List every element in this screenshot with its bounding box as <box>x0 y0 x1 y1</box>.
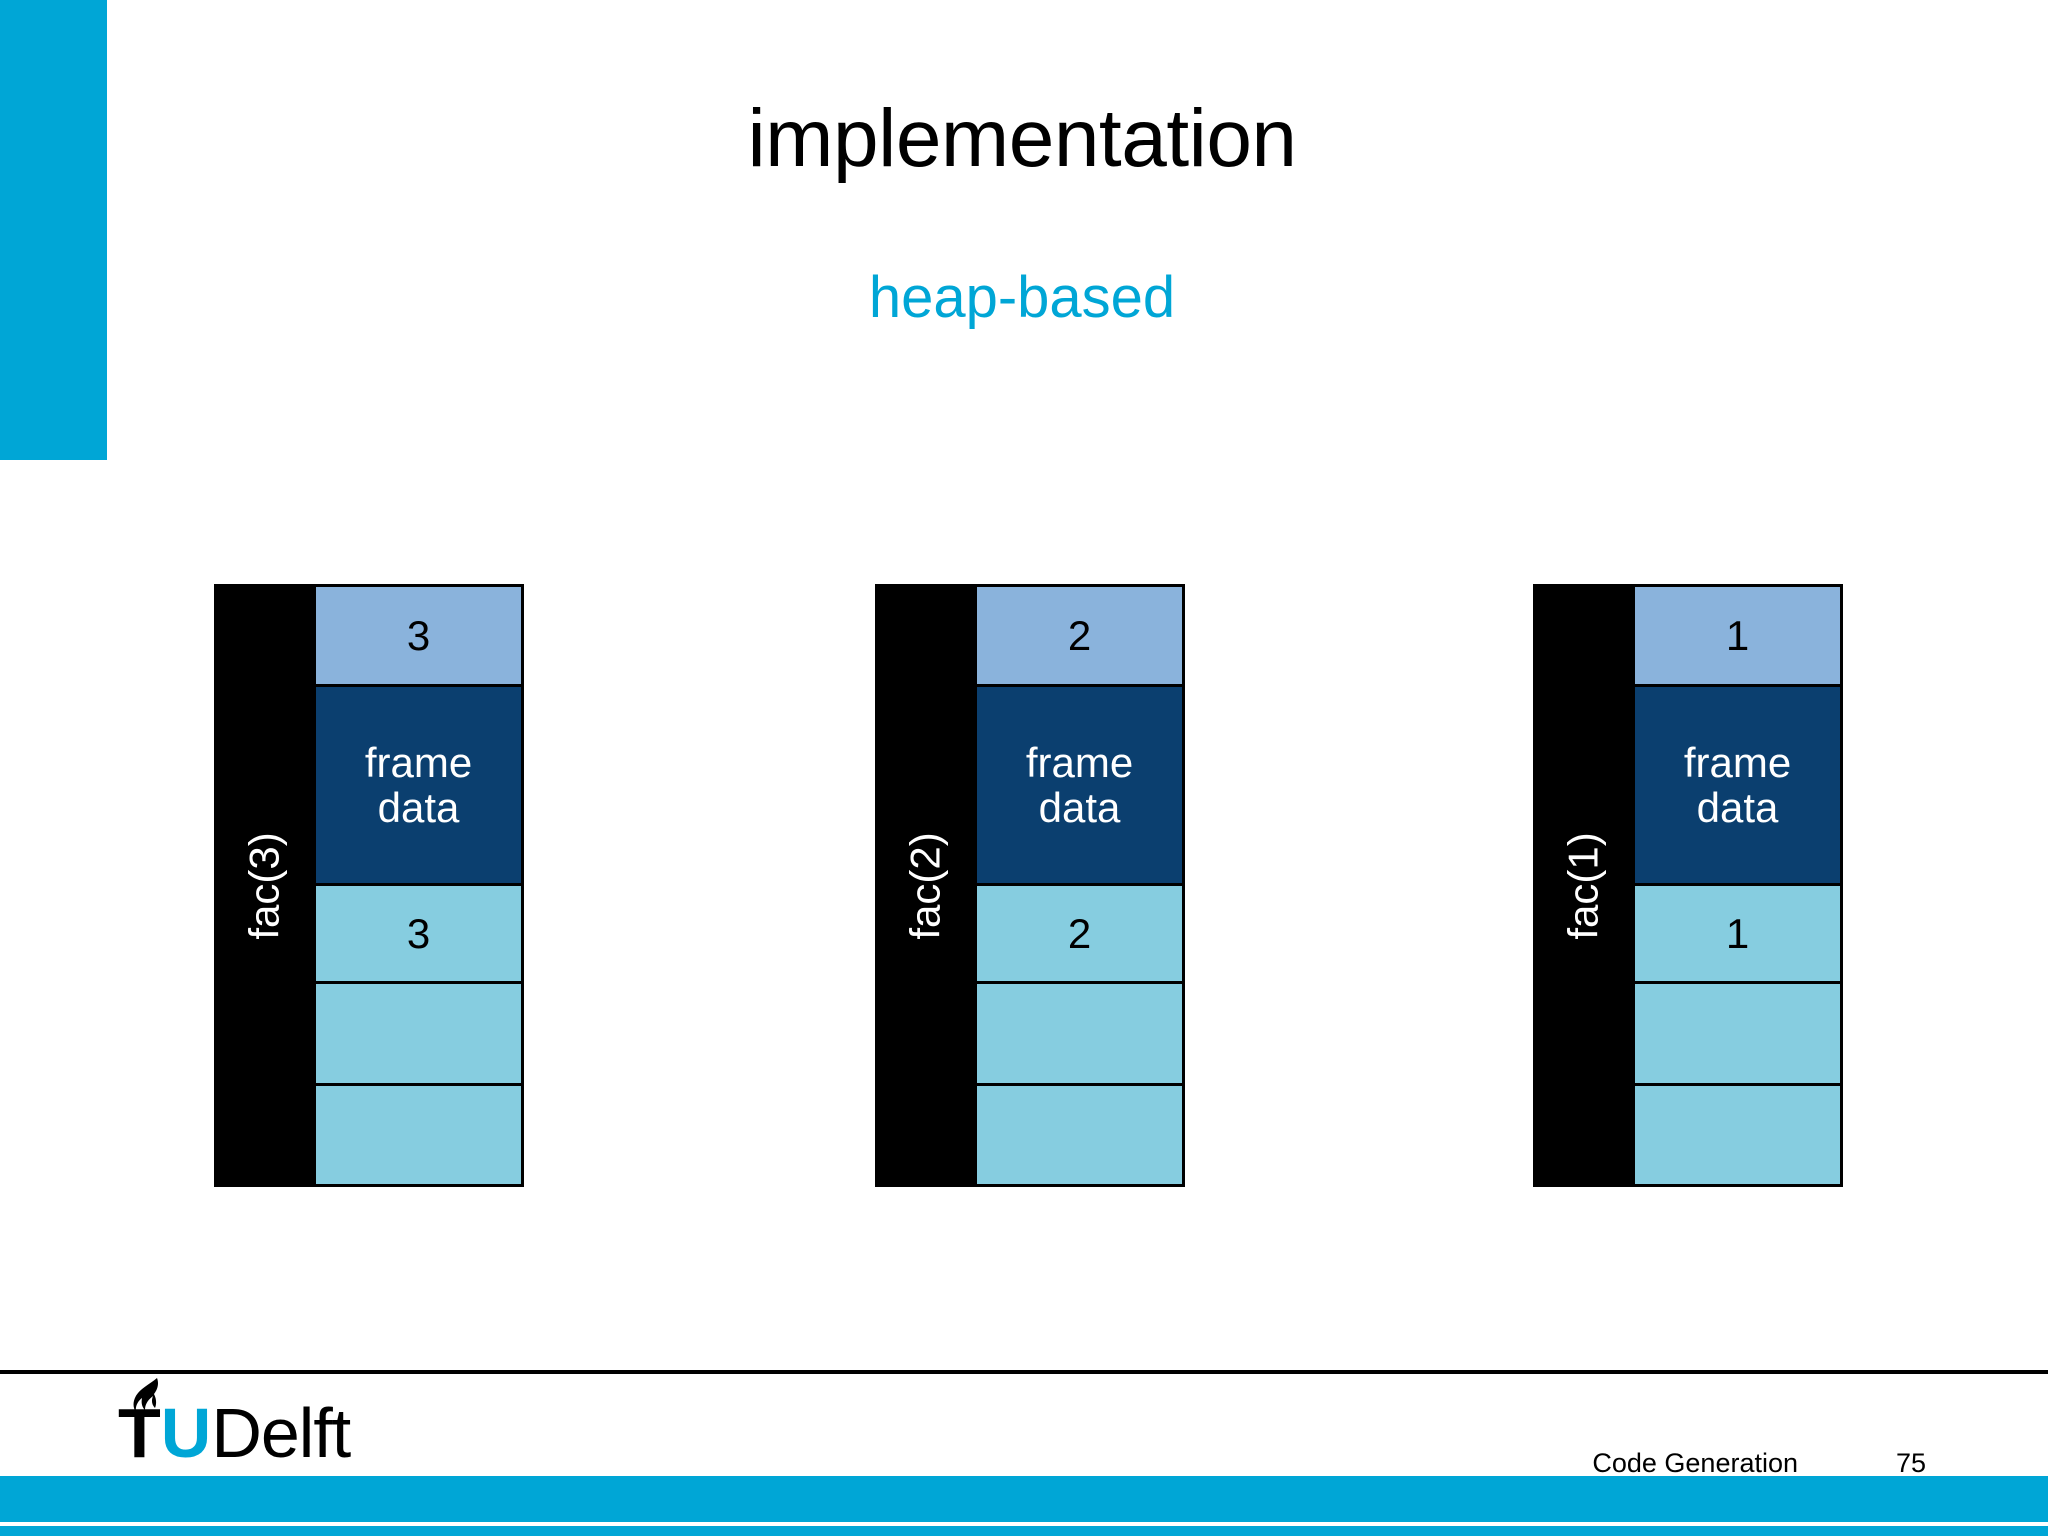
flame-icon <box>133 1378 158 1412</box>
frame-0-cell-slot-1 <box>316 984 521 1086</box>
frame-2-cell-argument: 1 <box>1635 587 1840 687</box>
frame-label-2: fac(1) <box>1533 584 1635 1187</box>
logo-letter-u: U <box>160 1394 212 1472</box>
frame-2-cell-slot-1 <box>1635 984 1840 1086</box>
frame-0-cell-argument: 3 <box>316 587 521 687</box>
frame-label-text-2: fac(1) <box>1560 831 1608 940</box>
logo-word-delft: Delft <box>211 1394 351 1472</box>
left-accent-bar <box>0 0 107 460</box>
footer-accent-bar <box>0 1476 2048 1522</box>
footer-accent-bar-secondary <box>0 1526 2048 1536</box>
frame-0-cell-slot-0: 3 <box>316 885 521 985</box>
frame-label-0: fac(3) <box>214 584 316 1187</box>
page-title: implementation <box>747 93 1297 184</box>
footer-page-number: 75 <box>1895 1448 1926 1478</box>
page-subtitle: heap-based <box>868 265 1176 330</box>
footer-divider <box>0 1370 2048 1374</box>
frame-label-text-0: fac(3) <box>241 831 289 940</box>
frame-2-cell-slot-0: 1 <box>1635 885 1840 985</box>
frame-1-cell-argument: 2 <box>977 587 1182 687</box>
frame-label-text-1: fac(2) <box>902 831 950 940</box>
footer-topic: Code Generation <box>1592 1448 1798 1478</box>
frame-1-cell-slot-2 <box>977 1086 1182 1184</box>
frame-2-cell-slot-2 <box>1635 1086 1840 1184</box>
logo-letter-t: T <box>118 1394 161 1472</box>
frame-label-1: fac(2) <box>875 584 977 1187</box>
frame-1-cell-slot-1 <box>977 984 1182 1086</box>
frame-0-cell-slot-2 <box>316 1086 521 1184</box>
frame-1-cell-slot-0: 2 <box>977 885 1182 985</box>
